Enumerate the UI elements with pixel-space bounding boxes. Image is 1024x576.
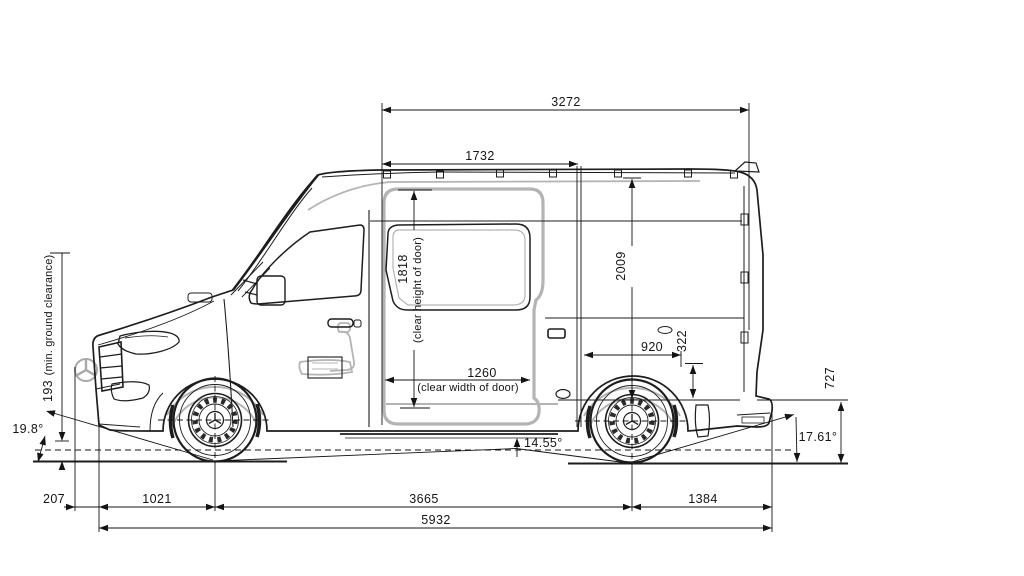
breakover-line-front bbox=[214, 448, 517, 462]
departure-angle-line bbox=[631, 414, 795, 463]
dim-overall-length: 5932 bbox=[99, 513, 772, 532]
dim-wheelhouse-height-label: 322 bbox=[675, 330, 689, 352]
interior-grey-lines bbox=[74, 180, 701, 429]
badge-oval bbox=[657, 326, 673, 334]
rear-door-hinge bbox=[740, 213, 749, 226]
dim-door-clear-height: 1818 (clear height of door) bbox=[396, 189, 432, 409]
dim-door-clear-width: 1260 (clear width of door) bbox=[385, 366, 530, 394]
dim-ground-clearance-label: 193 bbox=[41, 380, 55, 402]
fuel-filler-cap bbox=[555, 388, 571, 400]
angle-departure-label: 17.61° bbox=[799, 430, 838, 444]
roof-rear-spoiler bbox=[733, 161, 760, 173]
dim-rear-step-height-label: 727 bbox=[823, 367, 837, 389]
dim-wheelbase-label: 3665 bbox=[409, 492, 438, 506]
fog-light-recess bbox=[110, 381, 150, 402]
dim-door-top-width-label: 1732 bbox=[465, 149, 494, 163]
dim-wheelhouse-height: 322 bbox=[675, 330, 703, 398]
dim-front-tip-label: 207 bbox=[43, 492, 65, 506]
door-step-box bbox=[307, 356, 343, 379]
dim-front-overhang-label: 1021 bbox=[142, 492, 171, 506]
wiper bbox=[230, 261, 264, 296]
rear-mud-flap bbox=[694, 404, 711, 438]
hood-vent bbox=[187, 292, 213, 303]
front-door-window bbox=[248, 224, 365, 305]
sliding-door-handle bbox=[547, 328, 566, 339]
sliding-door-window bbox=[385, 223, 531, 311]
dimension-annotations: 3272 1732 1818 (clear height of door) bbox=[12, 95, 848, 532]
dim-rear-step-height: 727 bbox=[757, 367, 848, 463]
breakover-line-rear bbox=[515, 448, 633, 464]
dim-door-top-width: 1732 bbox=[382, 149, 578, 168]
dim-bottom-row: 207 1021 3665 1384 bbox=[43, 492, 772, 511]
angle-breakover-label: 14.55° bbox=[524, 436, 563, 450]
rear-bumper-step bbox=[694, 404, 771, 438]
roof-fixing-clips bbox=[383, 169, 738, 179]
dim-ground-clearance-note: (min. ground clearance) bbox=[43, 255, 55, 376]
dim-upper-length: 3272 bbox=[382, 95, 749, 114]
sliding-door-panel bbox=[382, 187, 545, 426]
side-mirror bbox=[242, 275, 286, 306]
dim-wheelhouse-length-label: 920 bbox=[641, 340, 663, 354]
angle-approach-label: 19.8° bbox=[12, 422, 43, 436]
headlight bbox=[117, 330, 180, 355]
dim-ground-clearance: 193 (min. ground clearance) bbox=[41, 252, 70, 470]
mercedes-star-icon bbox=[74, 358, 98, 382]
approach-angle-line bbox=[47, 411, 214, 461]
dim-rear-overhang-label: 1384 bbox=[688, 492, 717, 506]
rear-door-hinge bbox=[740, 331, 749, 344]
dim-door-clear-height-label: 1818 bbox=[396, 254, 410, 283]
dim-interior-height-label: 2009 bbox=[614, 251, 628, 280]
dim-door-clear-height-note: (clear height of door) bbox=[412, 237, 424, 343]
dim-interior-height: 2009 bbox=[614, 177, 641, 399]
grille bbox=[98, 341, 124, 392]
dim-overall-length-label: 5932 bbox=[421, 513, 450, 527]
ground-and-angle-lines bbox=[33, 407, 848, 465]
front-wheel bbox=[158, 376, 272, 464]
rear-door-hinge bbox=[740, 271, 749, 284]
dim-door-clear-width-note: (clear width of door) bbox=[417, 382, 518, 394]
front-door-handle bbox=[327, 318, 362, 328]
dim-wheelhouse-length: 920 bbox=[584, 340, 681, 359]
dim-door-clear-width-label: 1260 bbox=[467, 366, 496, 380]
dim-upper-length-label: 3272 bbox=[551, 95, 580, 109]
